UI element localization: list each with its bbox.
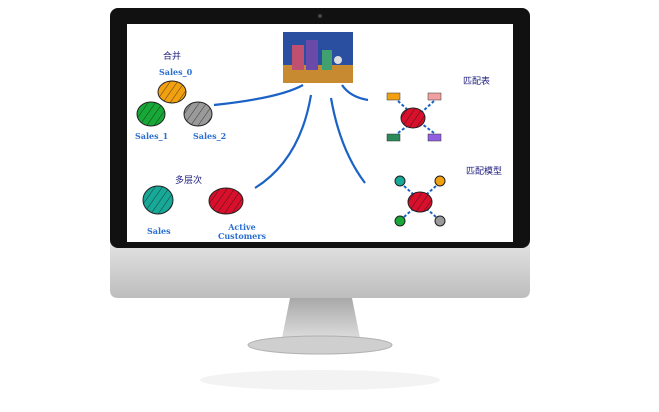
node-label-sales2: Sales_2 (193, 131, 226, 141)
link-match-model (329, 97, 366, 184)
match-model-title: 匹配模型 (466, 166, 502, 177)
link-match-table (341, 84, 369, 102)
node-label-sales0: Sales_0 (159, 67, 193, 77)
match-table-hub[interactable] (386, 92, 442, 142)
match-table-title: 匹配表 (463, 75, 490, 87)
team-illustration (283, 32, 353, 83)
node-sales1[interactable] (136, 101, 166, 127)
match-model-hub[interactable] (394, 175, 446, 227)
camera-icon (318, 14, 322, 18)
label-line: Active (227, 222, 256, 232)
node-label-sales1: Sales_1 (135, 131, 168, 141)
node-sales0[interactable] (157, 80, 187, 104)
node-sales[interactable] (142, 185, 174, 215)
link-multilevel (254, 94, 313, 189)
reflection (200, 370, 440, 390)
node-sales2[interactable] (183, 101, 213, 127)
label-line: Customers (218, 231, 266, 241)
multilevel-title: 多层次 (175, 174, 202, 186)
node-label-sales: Sales (147, 226, 171, 236)
merge-title: 合并 (163, 50, 181, 62)
link-merge (213, 84, 304, 107)
monitor-stand-base (247, 335, 393, 355)
monitor-stand-neck (282, 298, 360, 338)
monitor-chin (110, 240, 530, 298)
node-active-customers[interactable] (208, 187, 244, 215)
